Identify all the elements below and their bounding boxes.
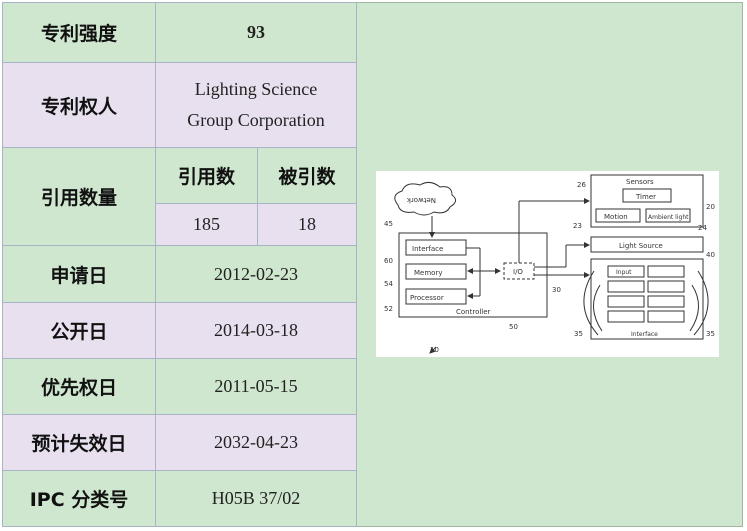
cite-count-value: 185 <box>155 203 258 246</box>
owner-value: Lighting Science Group Corporation <box>155 62 357 148</box>
cited-count-value: 18 <box>257 203 357 246</box>
network-text: Network <box>406 196 436 204</box>
priority-date-value: 2011-05-15 <box>155 358 357 415</box>
light-source-box <box>590 236 704 253</box>
processor-box <box>405 288 467 305</box>
ref-60: 60 <box>384 257 393 265</box>
citations-label: 引用数量 <box>2 147 156 246</box>
owner-line-2: Group Corporation <box>187 110 325 130</box>
expiry-date-value: 2032-04-23 <box>155 414 357 471</box>
patent-info-table: 专利强度 93 专利权人 Lighting Science Group Corp… <box>2 2 357 527</box>
interface-panel-box <box>590 258 704 340</box>
input-text: Input <box>616 269 632 276</box>
controller-text: Controller <box>456 308 491 316</box>
processor-text: Processor <box>410 294 444 302</box>
ref-24: 24 <box>698 224 707 232</box>
ref-50: 50 <box>509 323 518 331</box>
ref-23: 23 <box>573 222 582 230</box>
ref-54: 54 <box>384 280 393 288</box>
patent-drawing: Network Interface Memory Processor Contr… <box>376 171 719 357</box>
cite-count-header: 引用数 <box>155 147 258 204</box>
ipc-value: H05B 37/02 <box>155 470 357 527</box>
interface-text: Interface <box>412 245 443 253</box>
ref-52: 52 <box>384 305 393 313</box>
ambient-text: Ambient light <box>648 214 689 221</box>
ref-40: 40 <box>706 251 715 259</box>
timer-text: Timer <box>635 193 656 201</box>
network-cloud <box>394 181 456 216</box>
ref-45: 45 <box>384 220 393 228</box>
ref-35-left: 35 <box>574 330 583 338</box>
motion-box <box>595 208 641 223</box>
sensors-text: Sensors <box>626 178 654 186</box>
owner-label: 专利权人 <box>2 62 156 148</box>
memory-text: Memory <box>414 269 442 277</box>
ref-30: 30 <box>552 286 561 294</box>
memory-box <box>405 263 467 280</box>
interface2-text: Interface <box>631 331 658 338</box>
cited-count-header: 被引数 <box>257 147 357 204</box>
timer-box <box>622 188 672 203</box>
io-text: I/O <box>513 268 523 276</box>
light-source-text: Light Source <box>619 242 663 250</box>
publish-date-label: 公开日 <box>2 302 156 359</box>
expiry-date-label: 预计失效日 <box>2 414 156 471</box>
ipc-label: IPC 分类号 <box>2 470 156 527</box>
filing-date-value: 2012-02-23 <box>155 245 357 303</box>
ambient-box <box>645 208 691 223</box>
ref-35-right: 35 <box>706 330 715 338</box>
priority-date-label: 优先权日 <box>2 358 156 415</box>
ref-10: 10 <box>430 346 439 354</box>
ref-20: 20 <box>706 203 715 211</box>
publish-date-value: 2014-03-18 <box>155 302 357 359</box>
sensors-box <box>590 174 704 228</box>
ref-26: 26 <box>577 181 586 189</box>
strength-value: 93 <box>155 2 357 63</box>
motion-text: Motion <box>604 213 628 221</box>
block-diagram: Network Interface Memory Processor Contr… <box>384 174 715 354</box>
filing-date-label: 申请日 <box>2 245 156 303</box>
owner-line-1: Lighting Science <box>194 79 318 99</box>
strength-label: 专利强度 <box>2 2 156 63</box>
